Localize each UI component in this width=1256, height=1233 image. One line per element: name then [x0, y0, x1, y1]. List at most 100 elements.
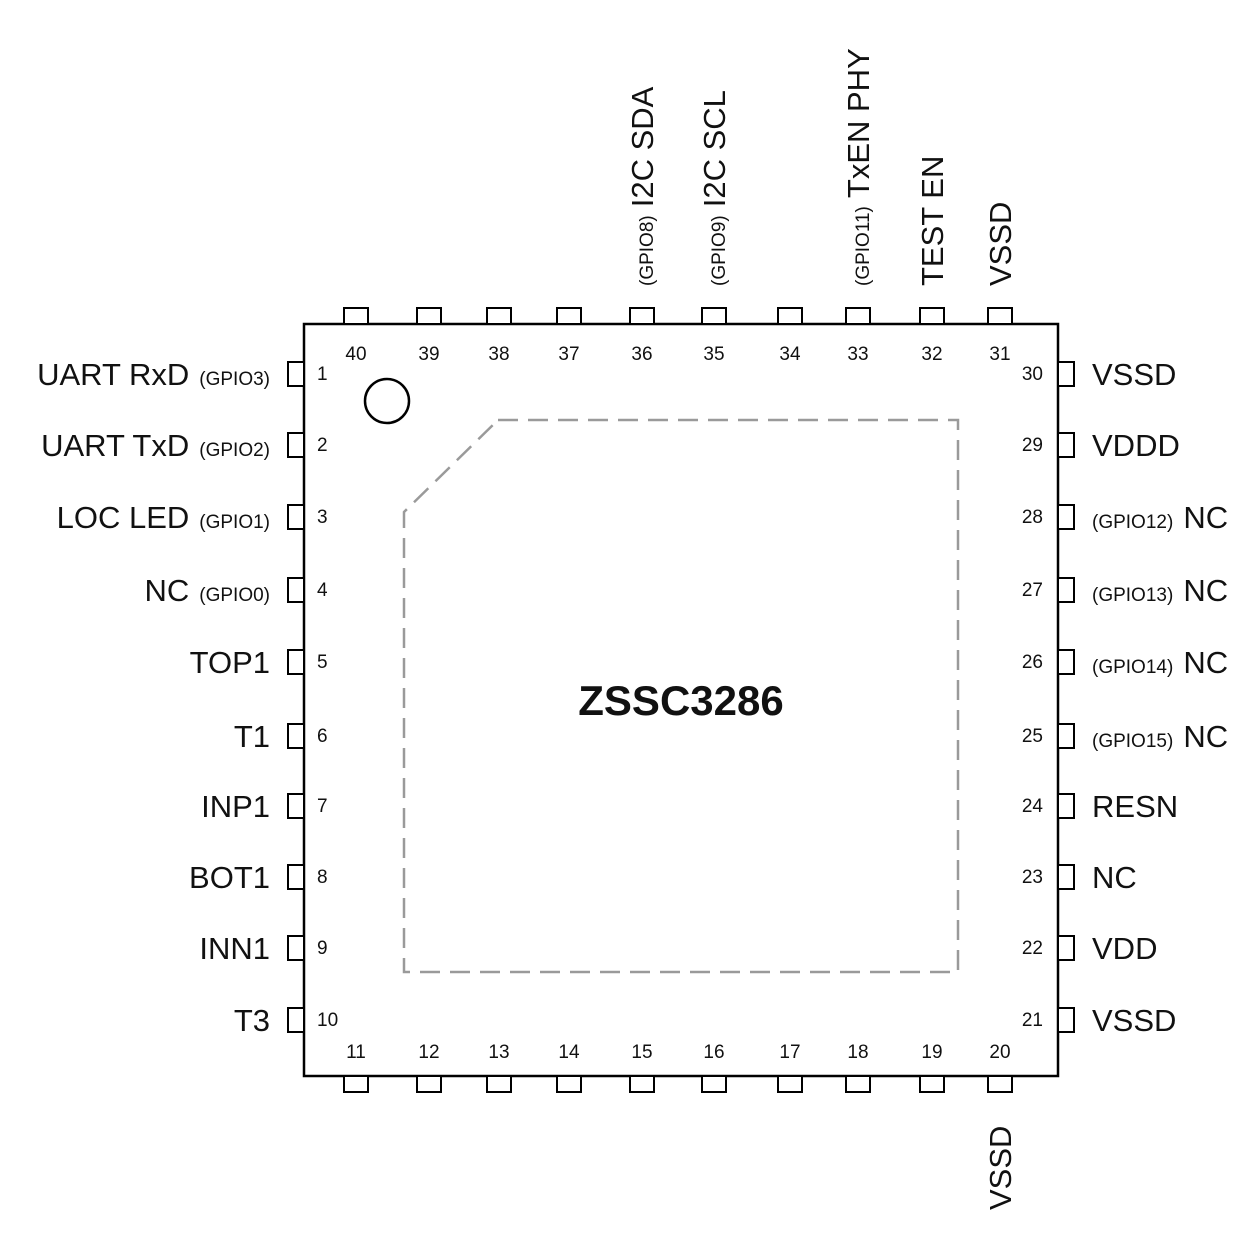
pin-number-19: 19 [921, 1042, 942, 1063]
pin-label-8: BOT1 [189, 860, 270, 895]
pin-number-35: 35 [703, 344, 724, 365]
pin-number-27: 27 [1022, 580, 1043, 601]
pin-pad-39 [416, 307, 442, 325]
pin-number-4: 4 [317, 580, 328, 601]
pin-number-8: 8 [317, 867, 328, 888]
pin-pad-21 [1057, 1007, 1075, 1033]
pin-number-39: 39 [418, 344, 439, 365]
package-body [302, 322, 1060, 1078]
pin-number-10: 10 [317, 1010, 338, 1031]
pin-number-25: 25 [1022, 726, 1043, 747]
pin1-marker-circle [363, 377, 411, 425]
pin-label-22: VDD [1092, 931, 1157, 966]
pin-pad-33 [845, 307, 871, 325]
pin-number-20: 20 [989, 1042, 1010, 1063]
pin-label-3: LOC LED(GPIO1) [57, 500, 270, 535]
pin-label-33: (GPIO11)TxEN PHY [841, 48, 876, 286]
pin-pad-16 [701, 1075, 727, 1093]
pin-number-30: 30 [1022, 364, 1043, 385]
pin-pad-14 [556, 1075, 582, 1093]
pin-number-18: 18 [847, 1042, 868, 1063]
pin-number-13: 13 [488, 1042, 509, 1063]
pin-number-40: 40 [345, 344, 366, 365]
pin-pad-35 [701, 307, 727, 325]
pin-label-20: VSSD [983, 1126, 1018, 1210]
pin-number-24: 24 [1022, 796, 1044, 817]
pin-pad-7 [287, 793, 305, 819]
pin-label-6: T1 [234, 719, 270, 754]
pin-label-25: (GPIO15)NC [1092, 719, 1228, 754]
pin-number-3: 3 [317, 507, 328, 528]
exposed-pad-outline [402, 418, 960, 974]
pin-number-36: 36 [631, 344, 652, 365]
pin-label-36: (GPIO8)I2C SDA [625, 86, 660, 286]
pin-pad-18 [845, 1075, 871, 1093]
pin-pad-12 [416, 1075, 442, 1093]
pin-number-9: 9 [317, 938, 328, 959]
pin-number-11: 11 [346, 1042, 366, 1063]
pin-pad-34 [777, 307, 803, 325]
pin-pad-20 [987, 1075, 1013, 1093]
pin-pad-38 [486, 307, 512, 325]
pin-number-23: 23 [1022, 867, 1043, 888]
pin-pad-32 [919, 307, 945, 325]
pin-number-32: 32 [921, 344, 942, 365]
pin-number-33: 33 [847, 344, 868, 365]
pin-pad-11 [343, 1075, 369, 1093]
pin-pad-28 [1057, 504, 1075, 530]
pin-pad-29 [1057, 432, 1075, 458]
pin-pad-15 [629, 1075, 655, 1093]
pin-label-27: (GPIO13)NC [1092, 573, 1228, 608]
pin-label-29: VDDD [1092, 428, 1180, 463]
pin-number-37: 37 [558, 344, 579, 365]
pin-pad-8 [287, 864, 305, 890]
pin-pad-19 [919, 1075, 945, 1093]
pin-number-1: 1 [317, 364, 328, 385]
pin-label-2: UART TxD(GPIO2) [41, 428, 270, 463]
pin-pad-31 [987, 307, 1013, 325]
pin-number-2: 2 [317, 435, 328, 456]
pin-number-26: 26 [1022, 652, 1043, 673]
pin-label-30: VSSD [1092, 357, 1176, 392]
pin-pad-30 [1057, 361, 1075, 387]
pin-label-24: RESN [1092, 789, 1178, 824]
pin-pad-5 [287, 649, 305, 675]
pin-label-1: UART RxD(GPIO3) [37, 357, 270, 392]
pin-pad-2 [287, 432, 305, 458]
pin-number-38: 38 [488, 344, 509, 365]
pin-pad-4 [287, 577, 305, 603]
pin-label-28: (GPIO12)NC [1092, 500, 1228, 535]
pin-label-5: TOP1 [190, 645, 270, 680]
pin-pad-9 [287, 935, 305, 961]
pin-label-35: (GPIO9)I2C SCL [697, 90, 732, 286]
pin-number-17: 17 [779, 1042, 800, 1063]
pin-pad-40 [343, 307, 369, 325]
pin-pad-1 [287, 361, 305, 387]
pin-label-10: T3 [234, 1003, 270, 1038]
pin-number-29: 29 [1022, 435, 1043, 456]
pin-label-26: (GPIO14)NC [1092, 645, 1228, 680]
pin-number-31: 31 [989, 344, 1010, 365]
pin-pad-13 [486, 1075, 512, 1093]
pin-number-14: 14 [558, 1042, 580, 1063]
pin-label-9: INN1 [199, 931, 270, 966]
pin-label-31: VSSD [983, 202, 1018, 286]
pin-pad-37 [556, 307, 582, 325]
pin-number-28: 28 [1022, 507, 1043, 528]
pin-label-21: VSSD [1092, 1003, 1176, 1038]
pin-pad-22 [1057, 935, 1075, 961]
pin-pad-36 [629, 307, 655, 325]
pin-number-34: 34 [779, 344, 801, 365]
pin-pad-26 [1057, 649, 1075, 675]
pin-pad-17 [777, 1075, 803, 1093]
pin-number-5: 5 [317, 652, 328, 673]
pin-pad-27 [1057, 577, 1075, 603]
pin-number-16: 16 [703, 1042, 724, 1063]
pin-label-4: NC(GPIO0) [144, 573, 270, 608]
pin-number-15: 15 [631, 1042, 652, 1063]
pin-number-7: 7 [317, 796, 328, 817]
pin-number-6: 6 [317, 726, 328, 747]
pin-label-7: INP1 [201, 789, 270, 824]
pin-pad-25 [1057, 723, 1075, 749]
